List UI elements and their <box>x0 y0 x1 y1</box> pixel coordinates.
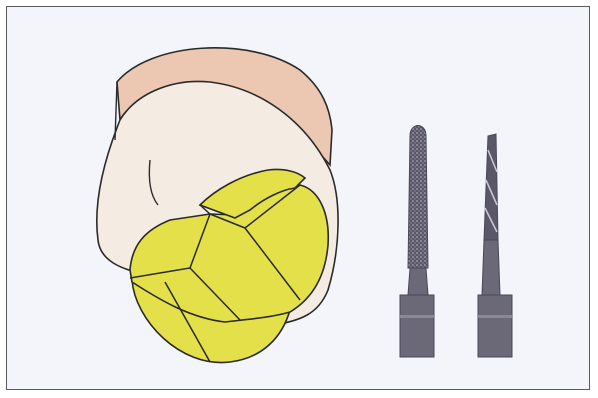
diamond-bur-shank <box>400 295 434 357</box>
fissure-bur-neck <box>482 240 500 295</box>
diamond-bur-icon <box>400 126 434 358</box>
fissure-bur-icon <box>478 134 512 357</box>
diamond-bur-head <box>408 126 428 269</box>
fissure-bur-shank <box>478 295 512 357</box>
tooth-sectioned-icon <box>97 48 338 363</box>
fissure-bur-head <box>484 134 498 240</box>
diamond-bur-neck <box>408 268 428 295</box>
